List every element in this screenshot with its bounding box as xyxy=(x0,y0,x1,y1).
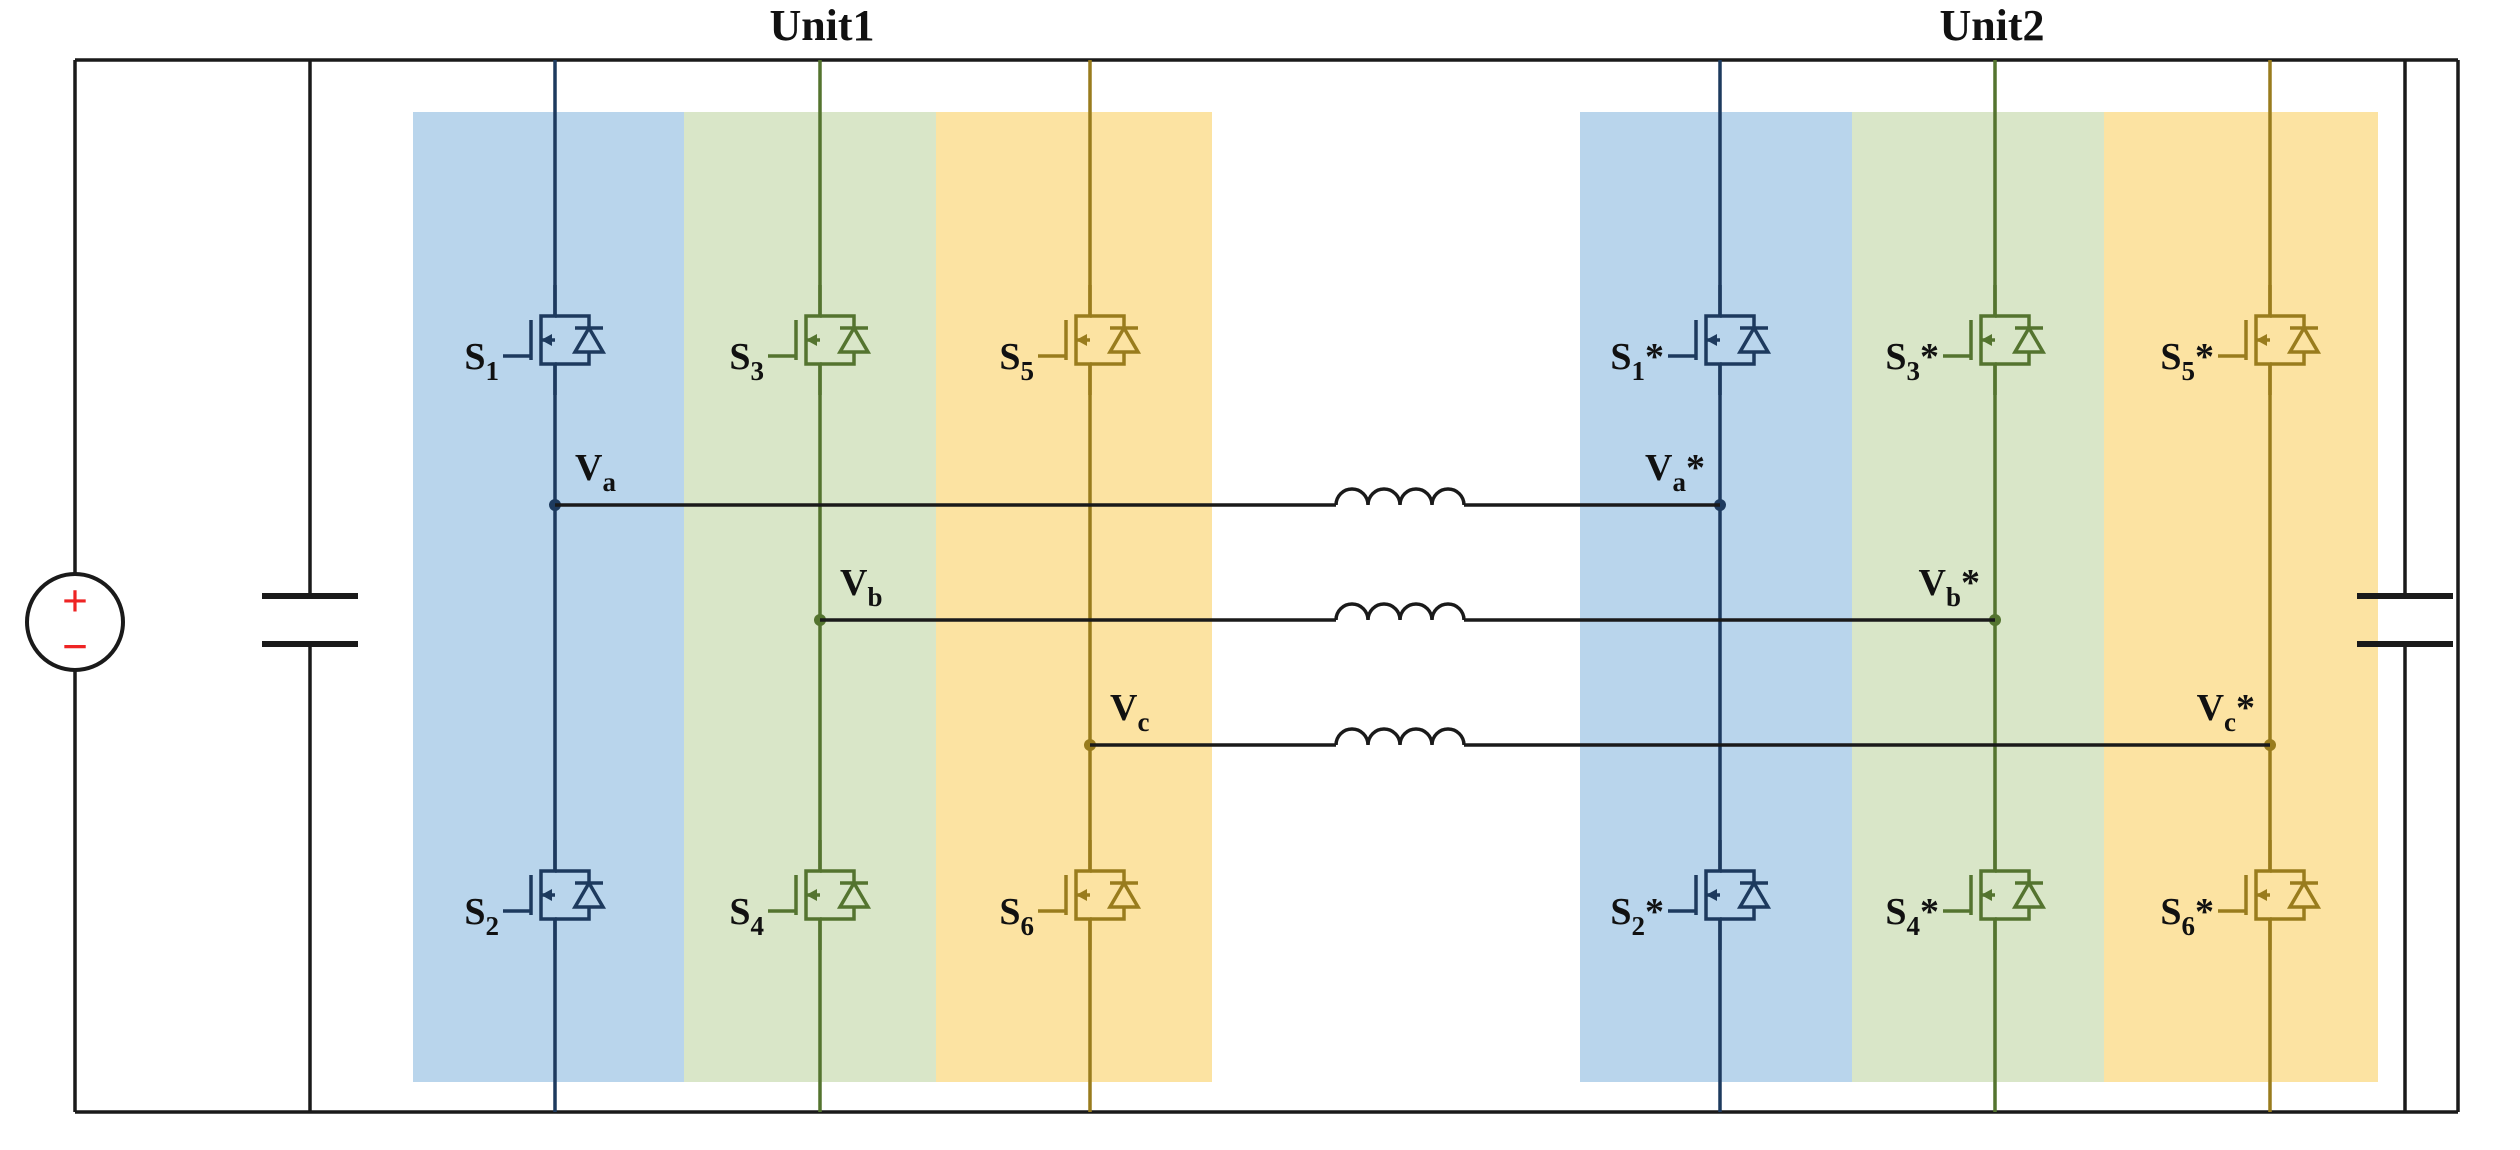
label-vc-star: Vc* xyxy=(2197,687,2255,737)
unit1-leg-c xyxy=(1036,60,1140,1112)
phase-lines xyxy=(555,487,2270,747)
label-s3-star: S3* xyxy=(1885,336,1939,386)
label-s2-star: S2* xyxy=(1610,891,1664,941)
dc-source-circle xyxy=(25,572,125,672)
label-s1-star: S1* xyxy=(1610,336,1664,386)
label-s5: S5 xyxy=(999,336,1034,386)
unit2-band-c xyxy=(2104,112,2378,1082)
label-s4: S4 xyxy=(729,891,764,941)
unit1-title: Unit1 xyxy=(769,1,874,50)
capacitor-left xyxy=(262,60,358,1112)
label-s6: S6 xyxy=(999,891,1034,941)
label-s5-star: S5* xyxy=(2160,336,2214,386)
capacitor-right-plates xyxy=(2357,593,2453,647)
inductor-c xyxy=(1334,727,1466,746)
label-s4-star: S4* xyxy=(1885,891,1939,941)
label-vb-star: Vb* xyxy=(1919,562,1980,612)
unit1-leg-b xyxy=(766,60,870,1112)
dc-source xyxy=(25,572,125,672)
phase-bands xyxy=(413,112,2378,1082)
unit1-band-a xyxy=(413,112,684,1082)
capacitor-right xyxy=(2357,60,2453,1112)
label-va: Va xyxy=(575,447,616,497)
labels: Unit1 Unit2 + − S1 S2 S3 S4 S5 S6 S1* S2… xyxy=(62,1,2255,941)
label-va-star: Va* xyxy=(1645,447,1705,497)
label-vc: Vc xyxy=(1110,687,1149,737)
label-s3: S3 xyxy=(729,336,764,386)
label-vb: Vb xyxy=(840,562,882,612)
source-plus-sign: + xyxy=(62,575,88,626)
unit2-leg-c xyxy=(2216,60,2320,1112)
dc-bus-wires xyxy=(73,58,2460,1114)
label-s6-star: S6* xyxy=(2160,891,2214,941)
unit1-band-b xyxy=(684,112,936,1082)
label-s2: S2 xyxy=(464,891,499,941)
source-minus-sign: − xyxy=(62,621,88,672)
unit2-band-b xyxy=(1852,112,2104,1082)
label-s1: S1 xyxy=(464,336,499,386)
inductor-b xyxy=(1334,602,1466,621)
unit2-title: Unit2 xyxy=(1939,1,2044,50)
unit1-band-c xyxy=(936,112,1212,1082)
inductor-a xyxy=(1334,487,1466,506)
unit2-band-a xyxy=(1580,112,1852,1082)
unit2-leg-a xyxy=(1666,60,1770,1112)
capacitor-left-plates xyxy=(262,593,358,647)
